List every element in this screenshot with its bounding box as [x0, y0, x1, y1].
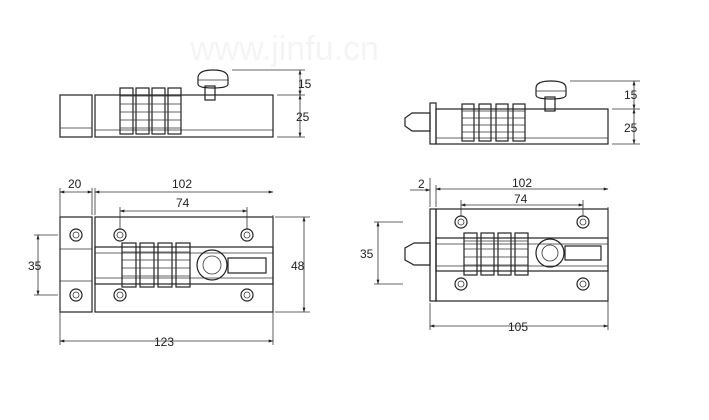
dim-left-side-knob: 15	[298, 77, 312, 91]
plate-screw-hole	[113, 228, 127, 242]
watermark: www.jinfu.cn	[189, 30, 379, 68]
bracket-screw-hole-bottom	[69, 288, 83, 302]
dim-right-total: 105	[508, 320, 528, 334]
right-front-view: 2 102 74 35 105	[360, 176, 609, 334]
dim-left-total: 123	[154, 335, 174, 349]
dim-right-width: 102	[512, 176, 532, 190]
dim-right-bolt-height: 35	[360, 247, 374, 261]
combination-wheels	[463, 232, 529, 276]
right-side-view: 15 25	[404, 80, 640, 145]
knob	[535, 238, 565, 268]
left-front-view: 20 102 74 35 48 123	[28, 177, 310, 349]
dim-right-side-height: 25	[624, 121, 638, 135]
combination-wheels	[121, 242, 191, 288]
plate-screw-hole	[454, 277, 468, 291]
dim-left-height: 48	[291, 259, 305, 273]
dim-left-bracket: 20	[68, 177, 82, 191]
left-side-view: 15 25	[59, 69, 312, 138]
plate-screw-hole	[576, 277, 590, 291]
dim-right-side-knob: 15	[624, 88, 638, 102]
dim-left-bracket-height: 35	[28, 259, 42, 273]
plate-screw-hole	[576, 215, 590, 229]
plate-screw-hole	[240, 228, 254, 242]
plate-screw-hole	[113, 288, 127, 302]
dim-right-hole-spacing: 74	[514, 192, 528, 206]
knob	[196, 249, 228, 281]
dim-left-side-height: 25	[296, 110, 310, 124]
dim-left-width: 102	[172, 177, 192, 191]
plate-screw-hole	[454, 215, 468, 229]
plate-screw-hole	[240, 288, 254, 302]
bracket-screw-hole-top	[69, 228, 83, 242]
dim-left-hole-spacing: 74	[176, 196, 190, 210]
dim-right-offset: 2	[418, 177, 425, 191]
